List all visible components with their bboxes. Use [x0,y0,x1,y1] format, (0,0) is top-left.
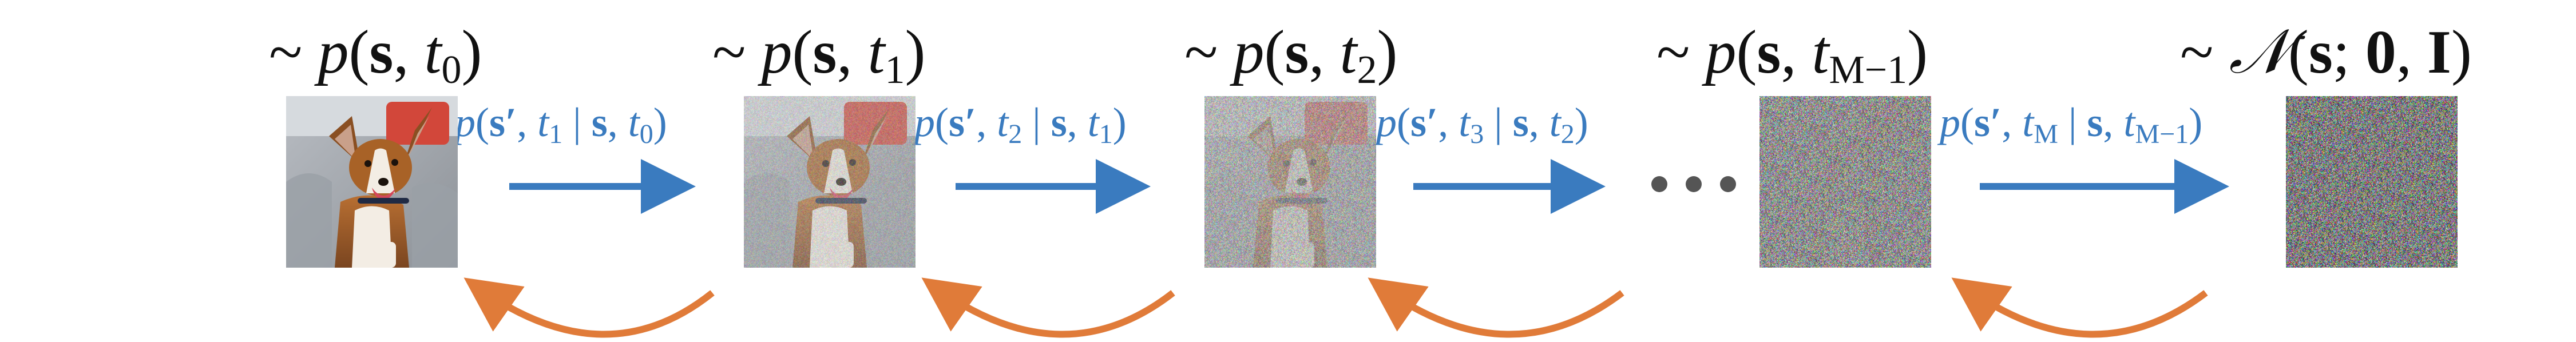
transition-label-3: p(s′, t3 | s, t2) [1376,100,1588,149]
image-t2-noise [1204,96,1376,268]
dist-label-t1: ~ p(s, t1) [712,18,926,92]
image-t1 [744,96,916,268]
ellipsis-dot-1 [1651,176,1667,192]
reverse-arrows [463,277,2208,338]
image-t0-photo [286,96,458,268]
dist-label-t0: ~ p(s, t0) [269,18,482,92]
dist-label-normal: ~ 𝒩(s; 0, I) [2180,18,2472,86]
reverse-arrow-4 [1951,277,2208,338]
reverse-arrow-1 [463,277,715,338]
dist-label-tM-1: ~ p(s, tM−1) [1656,18,1928,92]
reverse-arrow-3 [1368,277,1624,338]
image-tM [2286,96,2458,268]
image-t0 [286,96,458,268]
image-tM-noise [2286,96,2458,268]
image-tM-1 [1759,96,1931,268]
image-t1-noise [744,96,916,268]
image-tM-1-noise [1759,96,1931,268]
transition-label-1: p(s′, t1 | s, t0) [455,100,667,149]
ellipsis [1651,176,1736,192]
transition-label-M: p(s′, tM | s, tM−1) [1940,100,2203,149]
reverse-arrow-2 [921,277,1175,338]
image-t2 [1204,96,1376,268]
ellipsis-dot-2 [1686,176,1702,192]
dist-label-t2: ~ p(s, t2) [1184,18,1398,92]
transition-label-2: p(s′, t2 | s, t1) [914,100,1127,149]
ellipsis-dot-3 [1720,176,1736,192]
